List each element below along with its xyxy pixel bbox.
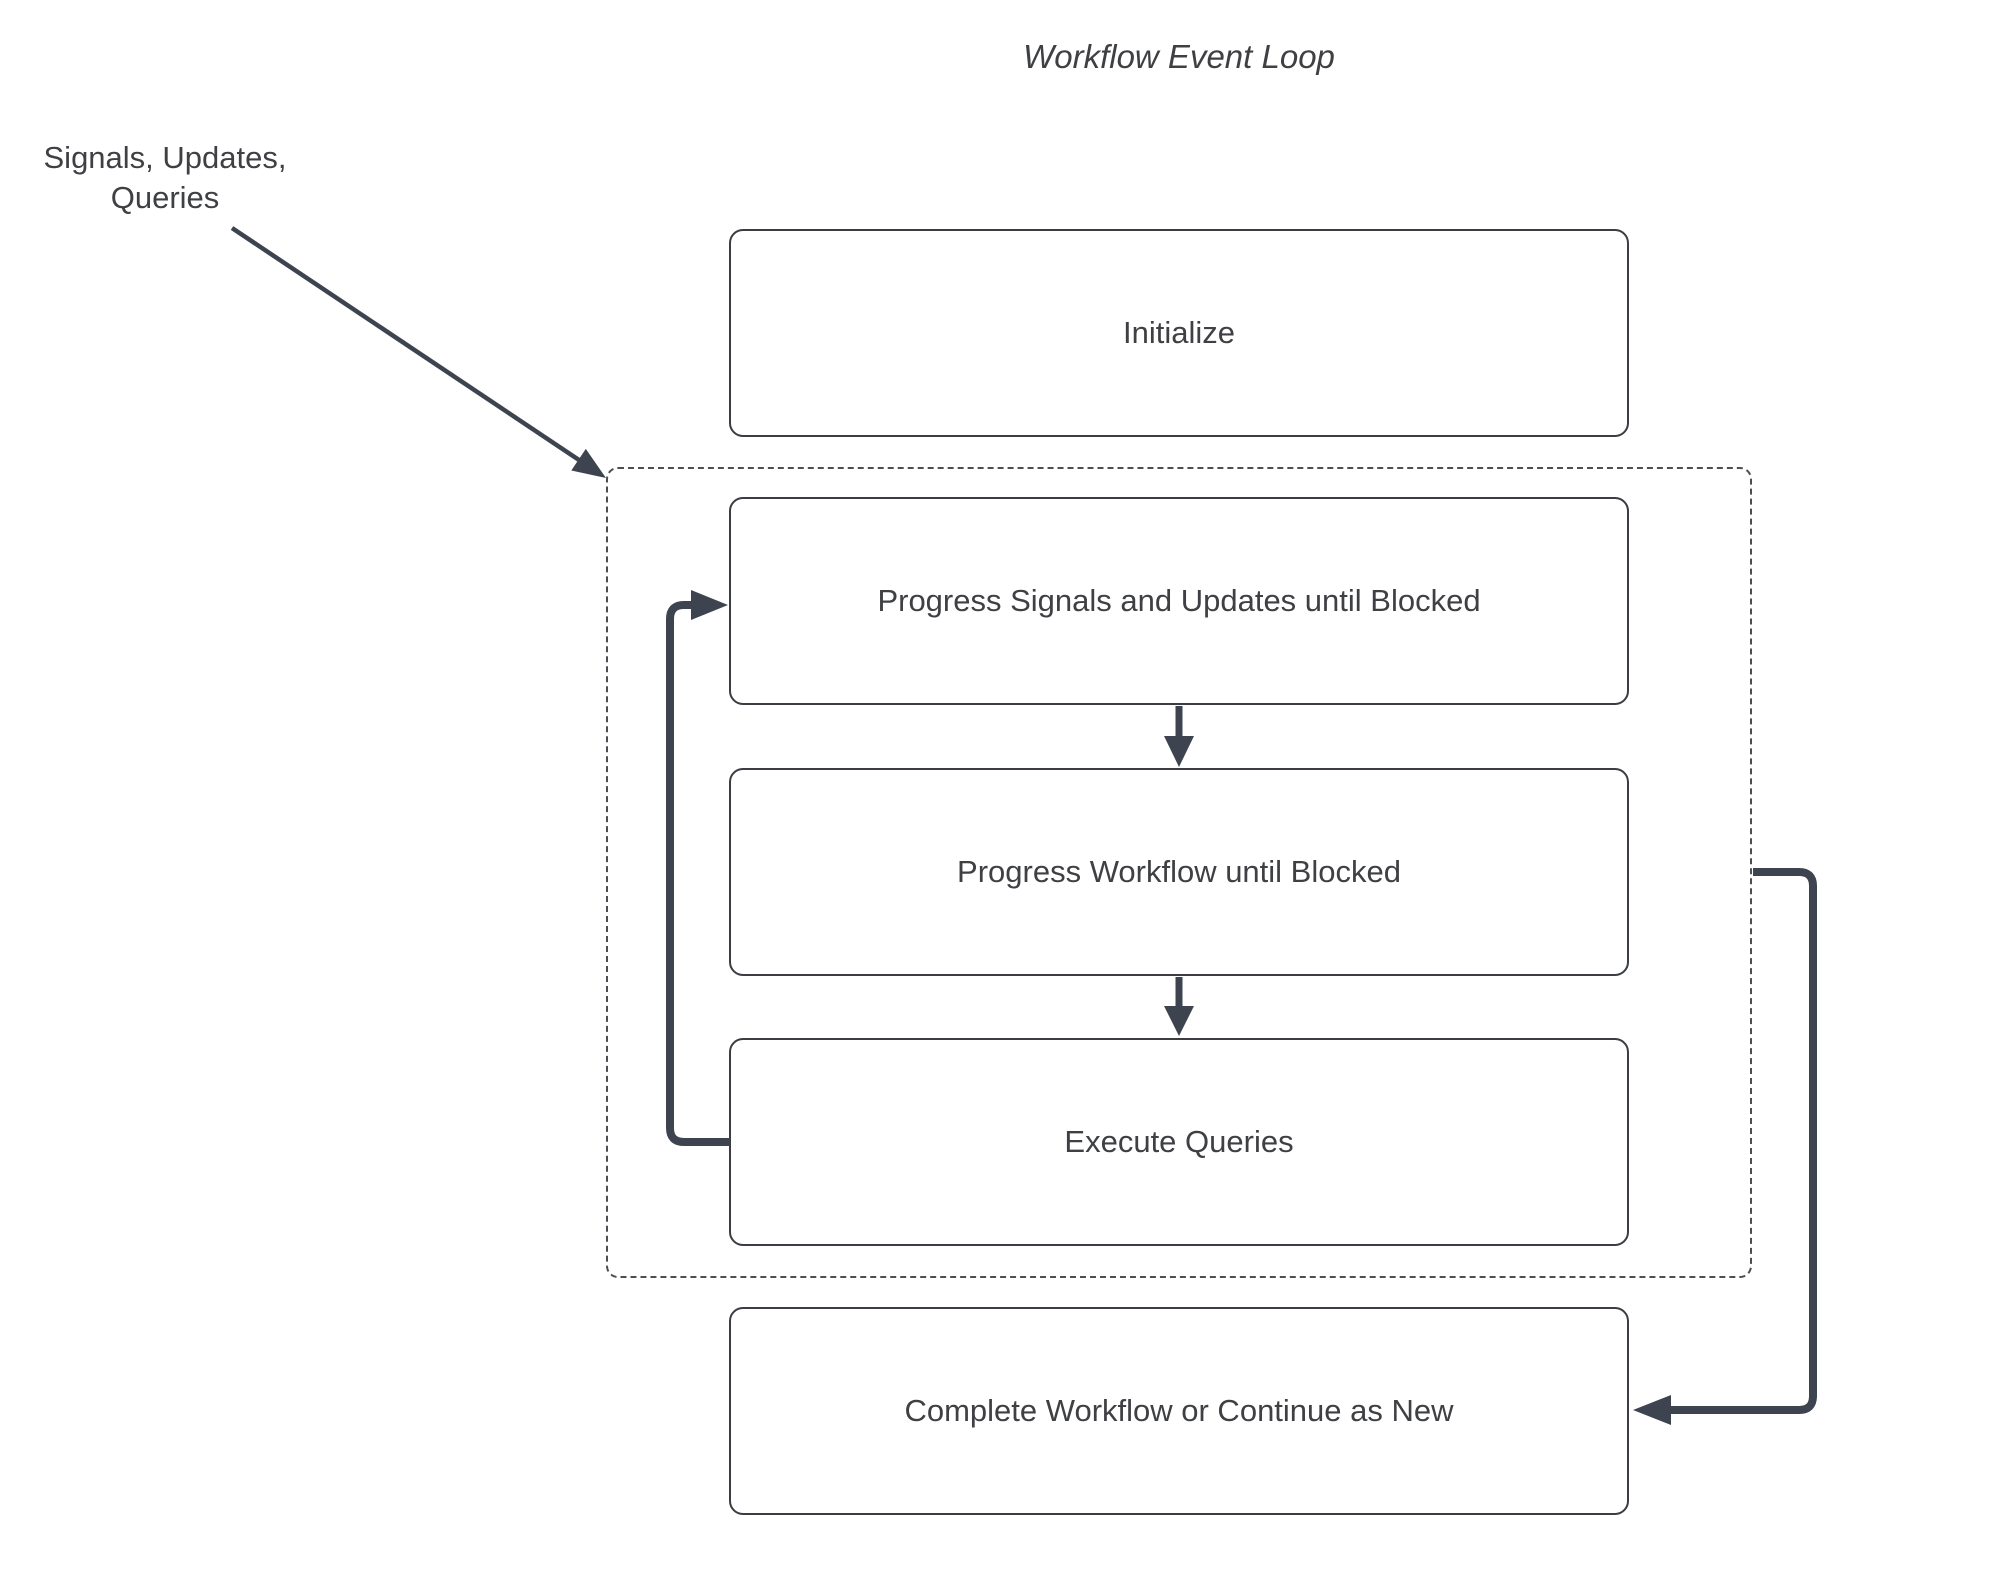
node-initialize: Initialize xyxy=(729,229,1629,437)
annotation-line-2: Queries xyxy=(110,180,220,215)
diagram-title: Workflow Event Loop xyxy=(1023,38,1335,75)
signals-updates-queries-label: Signals, Updates, Queries xyxy=(30,138,300,218)
node-execute-queries-label: Execute Queries xyxy=(1064,1124,1294,1159)
annotation-line-1: Signals, Updates, xyxy=(43,140,287,175)
node-execute-queries: Execute Queries xyxy=(729,1038,1629,1246)
node-progress-workflow-label: Progress Workflow until Blocked xyxy=(957,854,1401,889)
signals-input-arrow xyxy=(230,226,606,478)
node-progress-workflow: Progress Workflow until Blocked xyxy=(729,768,1629,976)
node-progress-signals-updates-label: Progress Signals and Updates until Block… xyxy=(877,583,1481,618)
node-initialize-label: Initialize xyxy=(1123,315,1235,350)
node-progress-signals-updates: Progress Signals and Updates until Block… xyxy=(729,497,1629,705)
node-complete-workflow-label: Complete Workflow or Continue as New xyxy=(904,1393,1454,1428)
node-complete-workflow: Complete Workflow or Continue as New xyxy=(729,1307,1629,1515)
